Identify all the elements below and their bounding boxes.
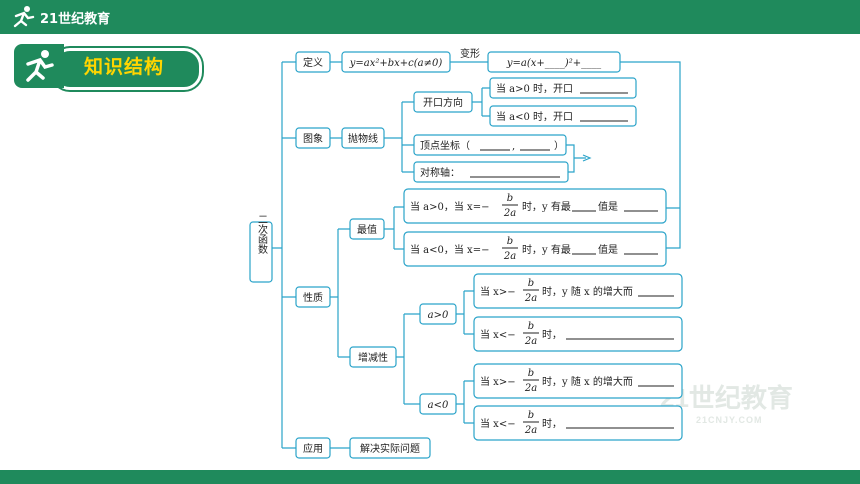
svg-text:,: , — [512, 141, 515, 152]
extreme-neg-node — [403, 231, 667, 267]
runner-icon — [13, 6, 35, 28]
extreme-pos-node — [403, 188, 667, 224]
svg-text:b: b — [507, 193, 513, 204]
application-item: 解决实际问题 — [360, 442, 420, 455]
application-item-node — [349, 437, 431, 459]
svg-text:当 x>−: 当 x>− — [480, 285, 516, 298]
svg-text:b: b — [528, 368, 534, 379]
graph-node — [295, 127, 331, 149]
extreme-label: 最值 — [357, 223, 377, 236]
extreme-pos-a: 当 a>0，当 x=− — [410, 200, 489, 213]
a-gt0-label: a>0 — [428, 310, 449, 321]
svg-text:2a: 2a — [524, 383, 537, 394]
open-pos-text: 当 a>0 时，开口 — [496, 82, 573, 95]
root-node — [249, 221, 273, 283]
section-tag-icon-block — [14, 44, 64, 88]
dec-gt-node — [473, 363, 683, 399]
a-lt0-label: a<0 — [428, 400, 449, 411]
svg-text:b: b — [528, 410, 534, 421]
extreme-neg-b: 时，y 有最 — [522, 243, 571, 256]
top-bar: 21世纪教育 — [0, 0, 860, 34]
open-neg-text: 当 a<0 时，开口 — [496, 110, 573, 123]
svg-text:当 x>−: 当 x>− — [480, 375, 516, 388]
svg-text:时，: 时， — [542, 418, 562, 430]
graph-label: 图象 — [303, 133, 323, 145]
extreme-pos-b: 时，y 有最 — [522, 200, 571, 213]
parabola-label: 抛物线 — [348, 132, 378, 145]
standard-form-node — [341, 51, 451, 73]
runner-icon — [26, 50, 54, 82]
svg-text:时，y 随 x 的增大而: 时，y 随 x 的增大而 — [542, 375, 633, 388]
extreme-node — [349, 218, 385, 240]
svg-text:当 x<−: 当 x<− — [480, 417, 516, 430]
definition-node — [295, 51, 331, 73]
property-node — [295, 286, 331, 308]
svg-text:时，: 时， — [542, 329, 562, 341]
opening-label: 开口方向 — [423, 96, 463, 109]
property-label: 性质 — [303, 291, 323, 304]
a-gt0-node — [419, 303, 457, 325]
svg-text:2a: 2a — [503, 251, 516, 262]
svg-text:2a: 2a — [524, 425, 537, 436]
parabola-node — [341, 127, 385, 149]
svg-text:b: b — [528, 321, 534, 332]
root-label: 二次函数 — [256, 214, 268, 255]
section-title: 知识结构 — [84, 56, 165, 78]
svg-text:2a: 2a — [524, 336, 537, 347]
extreme-neg-a: 当 a<0，当 x=− — [410, 243, 489, 256]
bottom-bar — [0, 470, 860, 484]
inc-lt-node — [473, 316, 683, 352]
application-label: 应用 — [303, 442, 323, 455]
connectors — [272, 61, 681, 449]
extreme-neg-c: 值是 — [598, 243, 618, 256]
monotonic-label: 增减性 — [358, 351, 388, 364]
axis-text: 对称轴： — [420, 166, 460, 179]
opening-node — [413, 91, 473, 113]
logo-text: 21世纪教育 — [40, 11, 111, 27]
brand-logo: 21世纪教育 — [10, 4, 110, 30]
application-node — [295, 437, 331, 459]
section-tag: 知识结构 — [14, 44, 202, 90]
svg-text:2a: 2a — [524, 293, 537, 304]
vertex-form-node — [487, 51, 621, 73]
extreme-pos-c: 值是 — [598, 200, 618, 213]
dec-lt-node — [473, 405, 683, 441]
monotonic-node — [349, 346, 397, 368]
transform-label: 变形 — [460, 47, 480, 60]
vertex-end: ） — [554, 140, 564, 152]
vertex-form: y=a(x+____)²+____ — [506, 58, 601, 69]
inc-gt-node — [473, 273, 683, 309]
svg-text:b: b — [528, 278, 534, 289]
svg-text:当 x<−: 当 x<− — [480, 328, 516, 341]
svg-text:b: b — [507, 236, 513, 247]
definition-label: 定义 — [303, 56, 323, 69]
svg-text:2a: 2a — [503, 208, 516, 219]
a-lt0-node — [419, 393, 457, 415]
standard-form: y=ax²+bx+c(a≠0) — [349, 58, 443, 69]
svg-text:时，y 随 x 的增大而: 时，y 随 x 的增大而 — [542, 285, 633, 298]
vertex-text: 顶点坐标（ — [420, 140, 470, 152]
